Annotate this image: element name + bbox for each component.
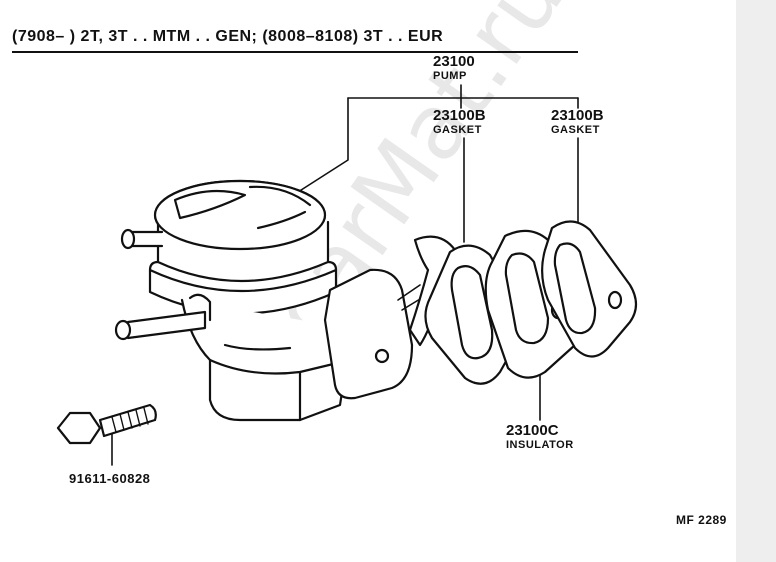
- bolt: [56, 403, 157, 445]
- pump-part-number: 23100: [433, 53, 475, 70]
- gasket-b-part-number: 23100B: [551, 107, 604, 124]
- gasket-a-part-number: 23100B: [433, 107, 486, 124]
- applicability-header: (7908– ) 2T, 3T . . MTM . . GEN; (8008–8…: [12, 28, 444, 45]
- insulator-part-number: 23100C: [506, 422, 559, 439]
- fuel-pump: [114, 179, 426, 422]
- gasket-rear: [541, 220, 638, 358]
- leader-lines: [111, 84, 579, 466]
- parts-diagram-sheet: carMat.ru (7908– ) 2T, 3T . . MTM . . GE…: [12, 0, 727, 527]
- insulator-part-name: INSULATOR: [506, 439, 574, 451]
- bolt-part-number: 91611-60828: [69, 471, 151, 486]
- gasket-b-part-name: GASKET: [551, 124, 600, 136]
- diagram-code: MF 2289: [676, 513, 727, 527]
- page-edge: [736, 0, 776, 562]
- fuel-pump-illustration: [56, 84, 638, 466]
- header-underline: [12, 51, 578, 53]
- pump-part-name: PUMP: [433, 70, 467, 82]
- gasket-a-part-name: GASKET: [433, 124, 482, 136]
